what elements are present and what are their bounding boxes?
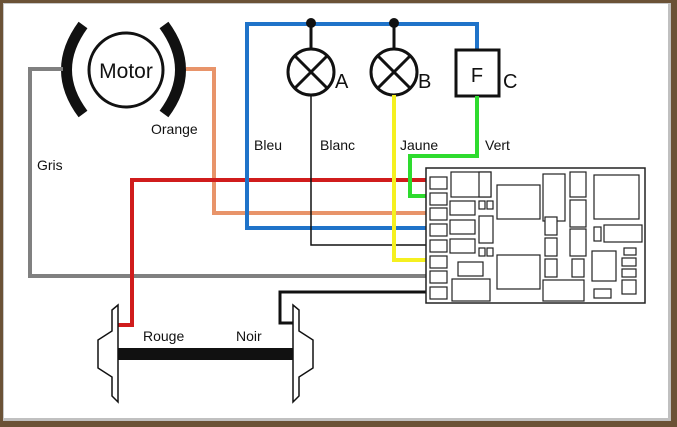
decoder-pad — [429, 255, 448, 269]
wire-white — [310, 95, 430, 246]
decoder-pad — [429, 176, 448, 190]
wheel-left-icon — [97, 303, 119, 404]
wire-label-red: Rouge — [143, 328, 184, 344]
motor-brush-left-icon — [61, 21, 88, 118]
motor-brush-right-icon — [159, 21, 186, 118]
lamp-b-label: B — [418, 71, 431, 93]
decoder-pad — [429, 286, 448, 300]
lamp-a-label: A — [335, 71, 349, 93]
wire-red — [118, 178, 430, 327]
wire-label-orange: Orange — [151, 121, 198, 137]
wire-yellow — [392, 95, 430, 262]
decoder-pad — [429, 239, 448, 253]
wire-grey — [28, 67, 430, 278]
motor-circle — [87, 31, 165, 109]
decoder-pad — [429, 192, 448, 206]
axle — [118, 348, 293, 360]
decoder-pad — [429, 223, 448, 237]
lamp-b: B — [369, 18, 431, 97]
wire-green — [408, 96, 479, 198]
wire-black — [278, 290, 430, 325]
lamp-a: A — [286, 18, 349, 97]
wire-label-blue: Bleu — [254, 137, 282, 153]
decoder-pad — [429, 270, 448, 284]
function-id-label: C — [503, 71, 517, 93]
wheel-right-icon — [292, 303, 314, 404]
wire-label-yellow: Jaune — [400, 137, 438, 153]
function-output-c: F C — [454, 48, 517, 98]
wire-label-black: Noir — [236, 328, 262, 344]
wire-label-white: Blanc — [320, 137, 355, 153]
function-box-label: F — [471, 65, 483, 87]
wire-label-grey: Gris — [37, 157, 63, 173]
motor-symbol: Motor — [61, 21, 186, 118]
decoder-pad — [429, 207, 448, 221]
wire-blue — [245, 22, 479, 230]
motor-label: Motor — [99, 60, 153, 83]
wheelset: Rouge Noir — [97, 303, 314, 404]
decoder-board — [425, 167, 646, 304]
wire-orange — [186, 67, 430, 215]
wire-label-green: Vert — [485, 137, 510, 153]
